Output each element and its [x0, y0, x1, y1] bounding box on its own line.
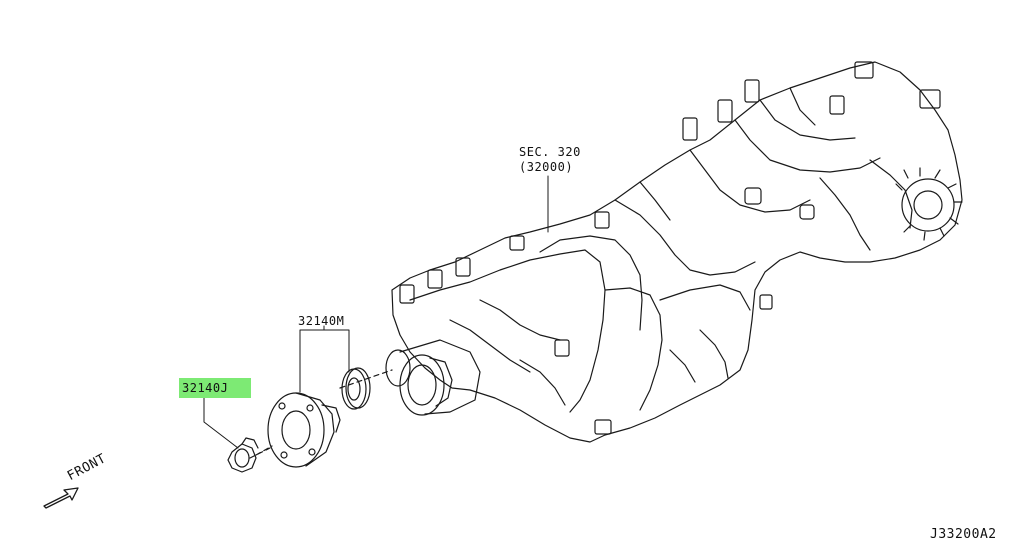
exploded-axis-line	[249, 369, 393, 459]
front-arrow-icon	[43, 487, 79, 509]
lock-nut-part	[227, 437, 259, 473]
companion-flange-part	[267, 392, 341, 468]
part-highlight	[179, 378, 251, 398]
leader-lines	[203, 175, 549, 449]
part-label: 32140J	[182, 381, 229, 395]
oil-seal-part	[341, 367, 371, 410]
section-subref-label: (32000)	[519, 160, 574, 174]
part-group-label: 32140M	[298, 314, 345, 328]
drawing-code: J33200A2	[930, 527, 997, 542]
output-shaft-housing	[385, 339, 481, 416]
transmission-assembly	[391, 61, 963, 443]
section-ref-label: SEC. 320	[519, 145, 581, 159]
